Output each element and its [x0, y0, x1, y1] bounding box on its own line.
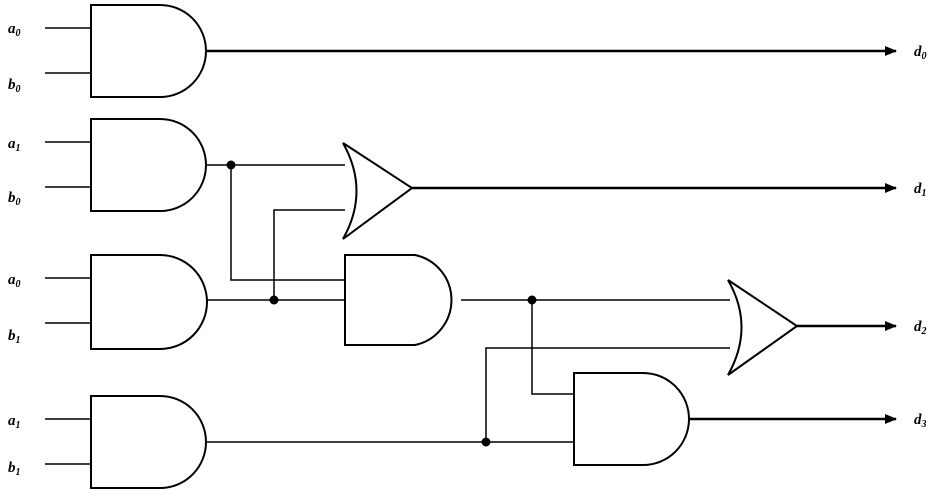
wire-g3-to-xor1: [273, 209, 345, 300]
wire-g4-to-xor2: [485, 347, 730, 442]
and-gate-body: [90, 4, 207, 98]
output-label-d0: d0: [914, 44, 927, 62]
input-label-a1: a1: [8, 413, 21, 431]
and-gate-body: [344, 254, 453, 346]
output-label-d2: d2: [914, 319, 927, 337]
wire-g2-to-and5: [230, 165, 345, 281]
input-label-a1: a1: [8, 136, 21, 154]
and-gate-1: [45, 4, 207, 98]
and-gate-body: [90, 395, 207, 489]
and-gate-3: [45, 254, 208, 350]
junction-dot: [269, 295, 279, 305]
xor-gate-body: [342, 142, 414, 240]
and-gate-6: [573, 372, 690, 466]
input-label-b1: b1: [8, 460, 21, 478]
xor-gate-1: [342, 142, 414, 240]
input-label-b0: b0: [8, 190, 21, 208]
and-gate-body: [90, 254, 208, 350]
wire-g5-to-and6: [531, 300, 574, 395]
junction-dot: [527, 295, 537, 305]
output-label-d1: d1: [914, 181, 927, 199]
input-label-a0: a0: [8, 272, 21, 290]
junction-dot: [226, 160, 236, 170]
output-label-d3: d3: [914, 412, 927, 430]
xor-gate-2: [727, 279, 799, 376]
junction-dot: [481, 437, 491, 447]
and-gate-4: [45, 395, 207, 489]
and-gate-2: [45, 118, 207, 212]
and-gate-5: [344, 254, 453, 346]
xor-gate-body: [727, 279, 799, 376]
input-label-a0: a0: [8, 21, 21, 39]
and-gate-body: [573, 372, 690, 466]
input-label-b1: b1: [8, 328, 21, 346]
input-label-b0: b0: [8, 77, 21, 95]
and-gate-body: [90, 118, 207, 212]
